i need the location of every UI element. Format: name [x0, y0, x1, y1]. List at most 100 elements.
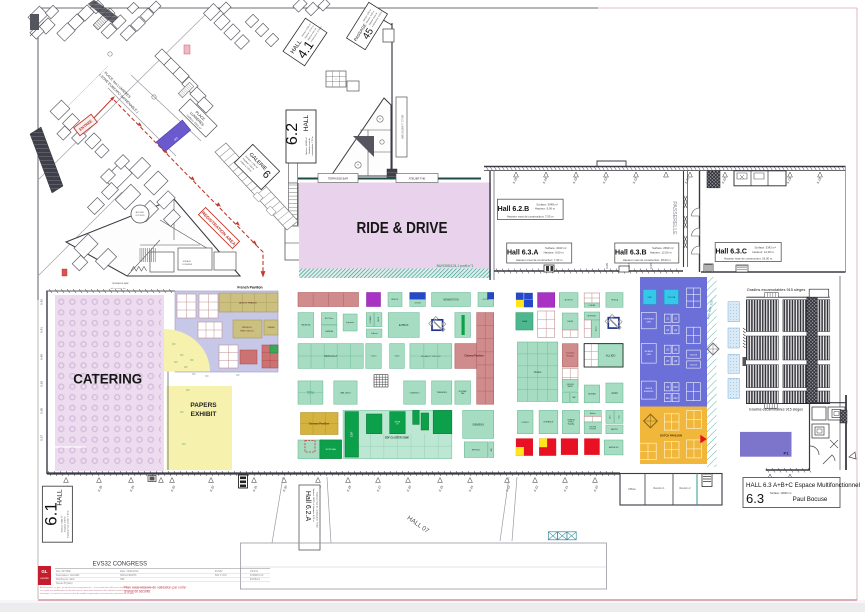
svg-text:6.35: 6.35: [97, 485, 103, 493]
svg-text:6.38: 6.38: [40, 408, 44, 414]
svg-text:Neuron: Neuron: [594, 326, 597, 331]
svg-text:6.08: 6.08: [605, 263, 609, 269]
svg-text:EVS32 CONGRESS: EVS32 CONGRESS: [92, 562, 147, 568]
svg-text:5.25: 5.25: [512, 177, 518, 185]
svg-text:Hauteur maxi de construction:: Hauteur maxi de construction: 16,00 m: [724, 256, 773, 260]
svg-text:EVS32: EVS32: [215, 570, 223, 573]
svg-text:54RG: 54RG: [647, 354, 652, 356]
svg-text:CIRI: CIRI: [648, 297, 652, 299]
svg-text:LaBond: LaBond: [371, 333, 378, 335]
svg-text:EDF CLUSTER ZONE: EDF CLUSTER ZONE: [385, 437, 409, 440]
svg-text:EDF: EDF: [350, 431, 354, 437]
svg-text:TESLA: TESLA: [611, 299, 618, 302]
svg-text:Hauteur maxi de construction:: Hauteur maxi de construction: 7,30 m: [516, 258, 563, 262]
svg-text:6.30: 6.30: [282, 485, 288, 493]
svg-text:Surface: 4043 m²: Surface: 4043 m²: [545, 246, 567, 250]
svg-text:Office: Office: [628, 487, 636, 491]
svg-text:est sujette aux modifications: est sujette aux modifications de dernièr…: [40, 589, 151, 592]
svg-text:ESPACE: ESPACE: [183, 260, 192, 263]
svg-text:Hauteur: 12,00 m: Hauteur: 12,00 m: [650, 250, 672, 254]
svg-text:MICHELIN: MICHELIN: [645, 351, 654, 353]
svg-text:Mobilvia: Mobilvia: [590, 413, 596, 415]
svg-text:25: 25: [666, 349, 669, 352]
svg-text:210: 210: [674, 386, 679, 389]
svg-text:OPTERRA IN: OPTERRA IN: [644, 318, 655, 321]
svg-text:ROSANBO: ROSANBO: [369, 315, 372, 323]
svg-text:6.25: 6.25: [438, 485, 444, 493]
svg-text:Hauteur: 9,00 m: Hauteur: 9,00 m: [535, 207, 556, 211]
svg-text:211: 211: [666, 397, 671, 400]
svg-text:6.41: 6.41: [40, 327, 44, 333]
svg-text:Charts: Charts: [534, 370, 542, 374]
svg-text:6.26: 6.26: [406, 485, 412, 493]
svg-text:MOVE: MOVE: [395, 421, 401, 423]
svg-text:Hall 6.3.B: Hall 6.3.B: [615, 249, 647, 256]
svg-text:PALMECIA: PALMECIA: [301, 324, 311, 327]
svg-text:8/11 LYON: 8/11 LYON: [215, 574, 227, 577]
svg-text:HALL: HALL: [303, 114, 310, 131]
svg-text:MOTRI HEA: MOTRI HEA: [326, 448, 337, 451]
svg-text:28: 28: [674, 360, 677, 363]
svg-text:KYMCO: KYMCO: [522, 422, 530, 424]
svg-text:GOVIN: GOVIN: [415, 303, 422, 305]
svg-text:6.37: 6.37: [40, 435, 44, 441]
svg-text:WALLBOX: WALLBOX: [340, 391, 351, 394]
svg-text:Vrmt: Vrmt: [618, 415, 621, 419]
svg-text:NEWMOTION: NEWMOTION: [443, 298, 458, 301]
svg-text:Hauteur: 12,00 m: Hauteur: 12,00 m: [752, 250, 774, 254]
svg-text:ZAPTEC: ZAPTEC: [611, 428, 619, 431]
svg-text:GL: GL: [41, 569, 48, 574]
svg-text:6.31: 6.31: [252, 485, 258, 493]
svg-text:AUDI: AUDI: [611, 391, 617, 395]
svg-text:'Plan sous réserve de validati: 'Plan sous réserve de validation par vot…: [124, 586, 187, 590]
svg-text:NISSAN: NISSAN: [588, 393, 596, 396]
svg-text:6.42: 6.42: [40, 299, 44, 305]
svg-text:6.32: 6.32: [209, 485, 215, 493]
svg-text:Hauteur: 9,00 m: Hauteur: 9,00 m: [64, 516, 67, 532]
svg-text:Réunion 1: Réunion 1: [654, 487, 666, 490]
svg-text:5.22: 5.22: [602, 177, 608, 185]
svg-text:AVERE EU: AVERE EU: [609, 446, 619, 449]
svg-text:DESIGN: DESIGN: [567, 384, 575, 386]
svg-text:EXHIBIT: EXHIBIT: [191, 411, 217, 418]
svg-text:Hall 6.2.B: Hall 6.2.B: [498, 206, 530, 213]
svg-text:Surface: 526 m²: Surface: 526 m²: [362, 8, 372, 22]
svg-text:ALLIED: ALLIED: [606, 353, 616, 357]
svg-text:Hauteur: 9,00 m: Hauteur: 9,00 m: [544, 250, 565, 254]
svg-text:24: 24: [674, 329, 677, 332]
svg-text:22: 22: [674, 318, 677, 321]
svg-text:PNEU / Electric: PNEU / Electric: [240, 330, 254, 333]
svg-text:CONGRES: CONGRES: [182, 264, 193, 266]
svg-text:Surface: 11985 m²: Surface: 11985 m²: [305, 137, 308, 155]
svg-text:FORMAT A3: FORMAT A3: [250, 574, 264, 577]
svg-text:TERRASSE BAR: TERRASSE BAR: [328, 177, 348, 181]
svg-text:Paul Bocuse: Paul Bocuse: [793, 496, 828, 503]
svg-text:5.24: 5.24: [542, 177, 548, 185]
svg-text:UCAINE: UCAINE: [589, 304, 597, 307]
svg-text:6.3: 6.3: [746, 491, 764, 506]
svg-text:Hauteur maxi constr: 7,50 m: Hauteur maxi constr: 7,50 m: [67, 510, 70, 538]
svg-text:6.28: 6.28: [346, 485, 352, 493]
svg-text:WERK: WERK: [567, 386, 573, 388]
svg-text:CHARGE: CHARGE: [567, 419, 575, 422]
svg-text:Aero: Aero: [609, 415, 612, 418]
svg-text:6.06: 6.06: [649, 263, 653, 269]
svg-text:techniques. La société se rése: techniques. La société se réserve le dro…: [40, 592, 135, 595]
svg-text:VIOTEL: VIOTEL: [482, 299, 489, 301]
svg-text:Hauteur: 12,00 m: Hauteur: 12,00 m: [304, 24, 315, 39]
svg-text:ENETA: ENETA: [377, 317, 380, 322]
svg-text:Hauteur maxi de: Hauteur maxi de: [307, 27, 318, 42]
svg-text:Chinese Pavilion: Chinese Pavilion: [464, 355, 484, 358]
svg-text:BGT Drive: BGT Drive: [325, 318, 333, 320]
svg-text:27: 27: [666, 360, 669, 363]
svg-text:NORWAY: NORWAY: [459, 390, 468, 393]
svg-text:↕: ↕: [335, 77, 337, 81]
svg-text:RENAULT TRUCKS: RENAULT TRUCKS: [421, 355, 441, 358]
svg-text:ATELIER THE: ATELIER THE: [409, 177, 426, 181]
svg-text:5.19: 5.19: [786, 177, 792, 185]
svg-text:6.27: 6.27: [376, 485, 382, 493]
svg-text:19/4/11: 19/4/11: [250, 570, 258, 573]
svg-text:DUTCH PAVILION: DUTCH PAVILION: [660, 434, 682, 438]
svg-text:6.34: 6.34: [129, 485, 135, 493]
svg-text:BOSCH: BOSCH: [565, 300, 573, 302]
